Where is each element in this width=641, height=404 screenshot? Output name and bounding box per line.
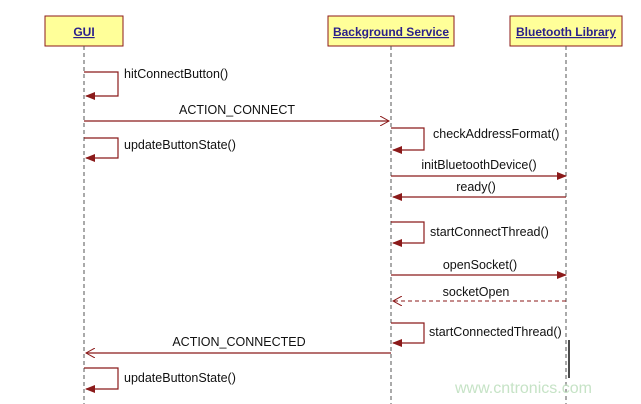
participant-gui: GUI [44,15,124,47]
participant-label-background-service: Background Service [333,25,449,39]
participant-background-service: Background Service [327,15,455,47]
message-label: startConnectedThread() [429,325,562,339]
message-update-button-state-2: updateButtonState() [84,367,236,393]
message-label: checkAddressFormat() [433,127,559,141]
message-label: updateButtonState() [124,138,236,152]
message-label: ready() [456,180,496,194]
participant-label-gui: GUI [73,25,94,39]
message-label: ACTION_CONNECTED [172,335,305,349]
message-label: openSocket() [443,258,517,272]
message-label: initBluetoothDevice() [421,158,536,172]
message-start-connected-thread: startConnectedThread() [391,322,562,347]
participant-bluetooth-library: Bluetooth Library [509,15,623,47]
message-check-address-format: checkAddressFormat() [391,127,559,154]
message-label: updateButtonState() [124,371,236,385]
message-label: hitConnectButton() [124,67,228,81]
message-socket-open: socketOpen [393,285,566,301]
message-label: socketOpen [443,285,510,299]
participant-label-bluetooth-library: Bluetooth Library [516,25,616,39]
message-label: ACTION_CONNECT [179,103,295,117]
message-open-socket: openSocket() [391,258,567,279]
message-ready: ready() [392,180,566,201]
message-init-bluetooth-device: initBluetoothDevice() [391,158,567,180]
message-action-connect: ACTION_CONNECT [84,103,389,121]
message-action-connected: ACTION_CONNECTED [86,335,391,353]
message-hit-connect-button: hitConnectButton() [84,67,228,100]
message-start-connect-thread: startConnectThread() [391,221,549,247]
watermark-text: www.cntronics.com [454,380,592,397]
message-update-button-state: updateButtonState() [84,137,236,162]
message-label: startConnectThread() [430,225,549,239]
